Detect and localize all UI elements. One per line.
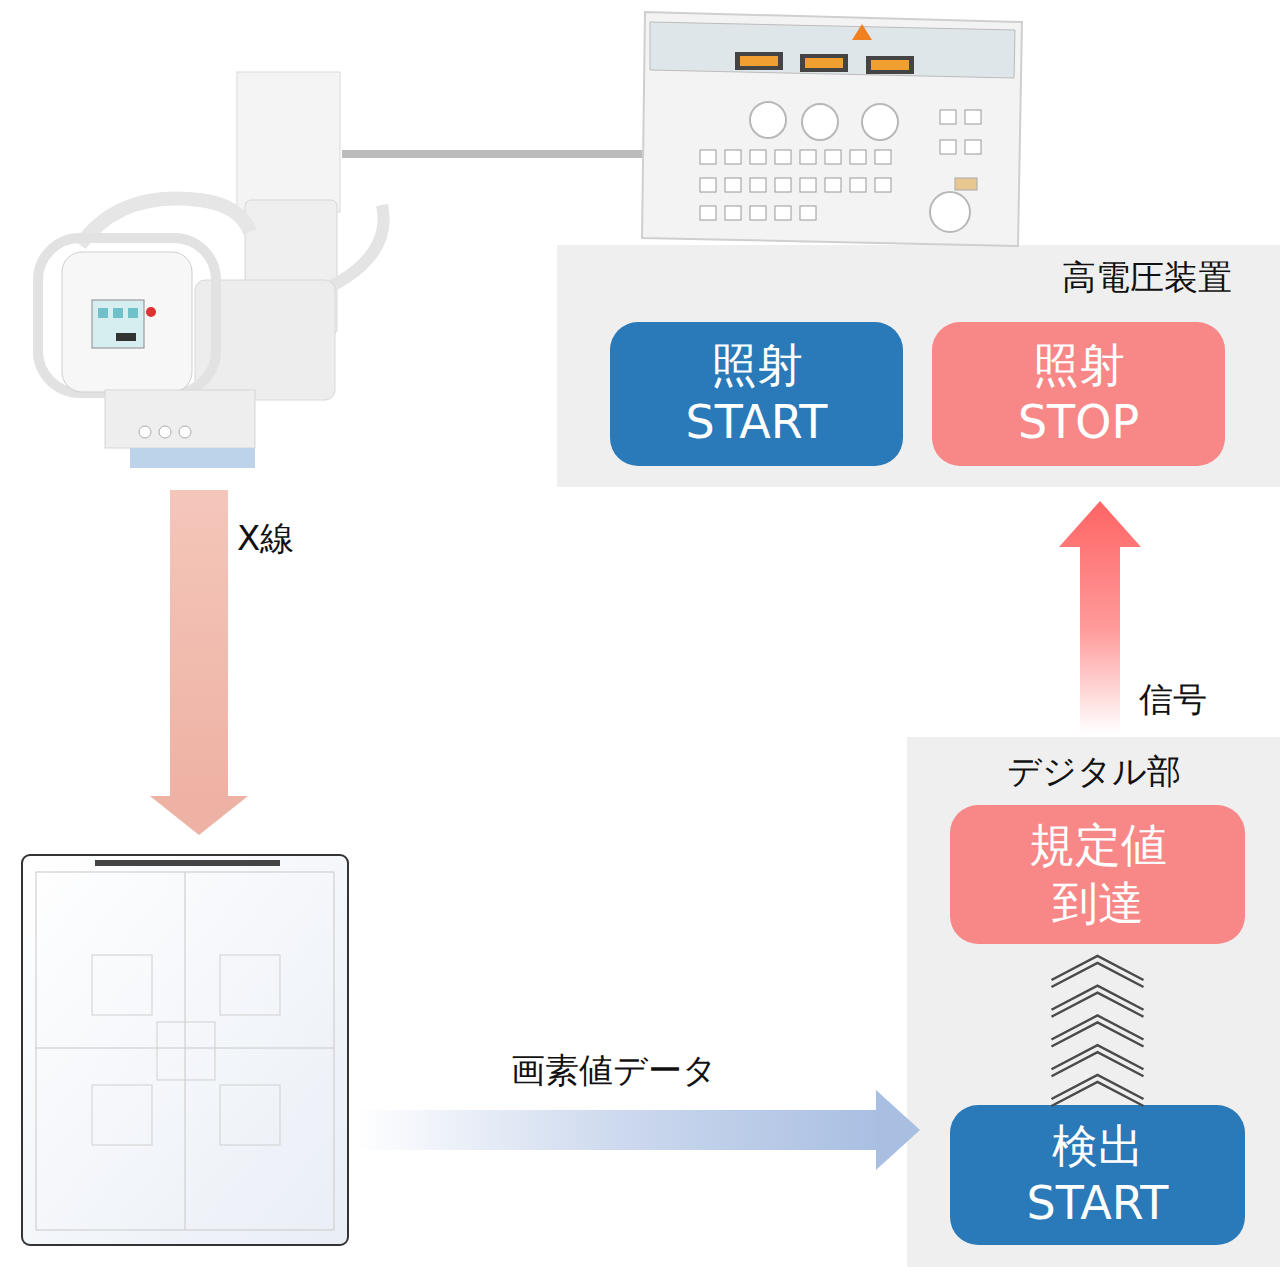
edge-label-holder: 信号 xyxy=(1136,679,1210,720)
arrow-label: X線 xyxy=(234,518,297,559)
signal-label: 信号 xyxy=(1136,679,1210,720)
box-label: 照射 STOP xyxy=(989,337,1169,452)
panel: 高電圧装置照射 START 照射 STOP xyxy=(557,245,1280,487)
chevron xyxy=(1052,1023,1144,1047)
flat-panel-detector xyxy=(22,855,348,1245)
chevron xyxy=(1052,1016,1144,1040)
process-box: 規定値 到達 xyxy=(950,805,1245,944)
arrow-label: 画素値データ xyxy=(508,1050,720,1091)
panel: デジタル部規定値 到達検出 START xyxy=(907,737,1280,1267)
label-holder: 画素値データ xyxy=(508,1050,720,1091)
process-box: 検出 START xyxy=(950,1105,1245,1245)
label-holder: X線 xyxy=(234,518,297,559)
box-label: 規定値 到達 xyxy=(1008,817,1188,932)
control-console xyxy=(642,12,1022,246)
signal-arrow xyxy=(1059,501,1141,733)
box-label: 検出 START xyxy=(1008,1118,1188,1233)
chevron xyxy=(1052,963,1144,987)
cable-line xyxy=(342,150,670,158)
xray-tube xyxy=(38,72,384,468)
box-label: 照射 START xyxy=(667,337,847,452)
chevron xyxy=(1052,986,1144,1010)
process-box: 照射 START xyxy=(610,322,903,466)
chevron xyxy=(1052,1052,1144,1076)
chevron-arrow xyxy=(1052,956,1144,1106)
process-box: 照射 STOP xyxy=(932,322,1225,466)
chevron xyxy=(1052,1045,1144,1069)
chevron xyxy=(1052,1075,1144,1099)
chevron xyxy=(1052,956,1144,980)
panel-title: デジタル部 xyxy=(907,751,1280,792)
chevron xyxy=(1052,1082,1144,1106)
data-arrow xyxy=(355,1090,920,1170)
panel-title: 高電圧装置 xyxy=(557,257,1280,298)
chevron xyxy=(1052,993,1144,1017)
